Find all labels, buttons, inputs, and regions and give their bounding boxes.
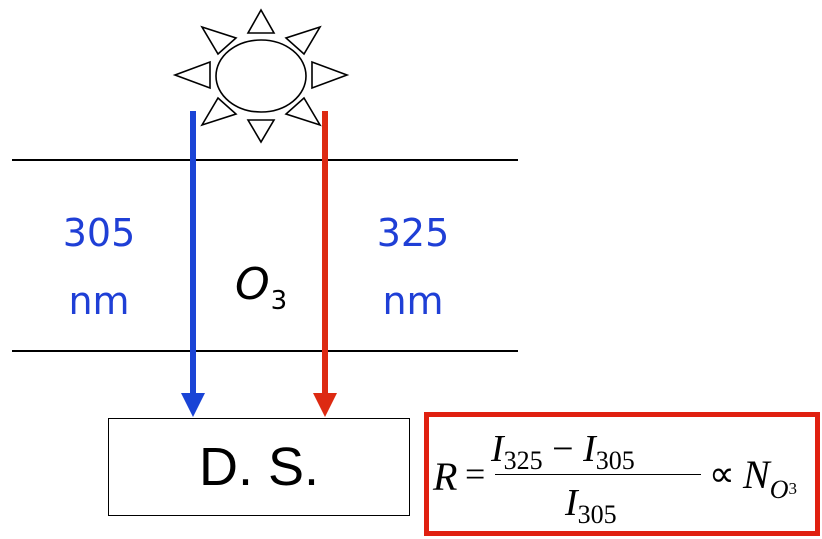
formula-equals: = (465, 454, 486, 494)
detector-label: D. S. (198, 437, 320, 497)
formula-num-a: I (491, 428, 504, 470)
formula-rhs: NO3 (743, 451, 797, 504)
wavelength-305-value: 305 (62, 211, 136, 255)
formula-denominator: I305 (565, 481, 617, 529)
wavelength-325-unit: nm (382, 279, 444, 323)
sun-icon (172, 8, 350, 144)
formula-proportional: ∝ (709, 454, 735, 494)
formula-den-sub: 305 (577, 500, 617, 529)
ozone-subscript: 3 (270, 286, 288, 316)
formula-lhs: R (433, 454, 458, 499)
ozone-symbol: O (235, 259, 270, 310)
detector-box: D. S. (108, 418, 410, 516)
beam-305-arrow (181, 111, 205, 417)
beam-325-arrow (313, 111, 337, 417)
formula-num-a-sub: 325 (503, 446, 543, 475)
formula-rhs-sub: O (769, 475, 789, 504)
formula-den: I (565, 482, 578, 524)
wavelength-305-unit: nm (68, 279, 130, 323)
formula-rhs-symbol: N (743, 452, 770, 497)
formula-num-b-sub: 305 (595, 446, 635, 475)
formula-fraction-bar (495, 474, 701, 475)
ozone-layer-label: O3 (235, 263, 315, 323)
formula-minus: − (552, 428, 574, 470)
formula-rhs-subsub: 3 (788, 479, 797, 498)
wavelength-325-value: 325 (376, 211, 450, 255)
formula-num-b: I (583, 428, 596, 470)
formula-numerator: I325 − I305 (491, 427, 635, 475)
formula-box: R = I325 − I305 I305 ∝ NO3 (424, 412, 820, 536)
